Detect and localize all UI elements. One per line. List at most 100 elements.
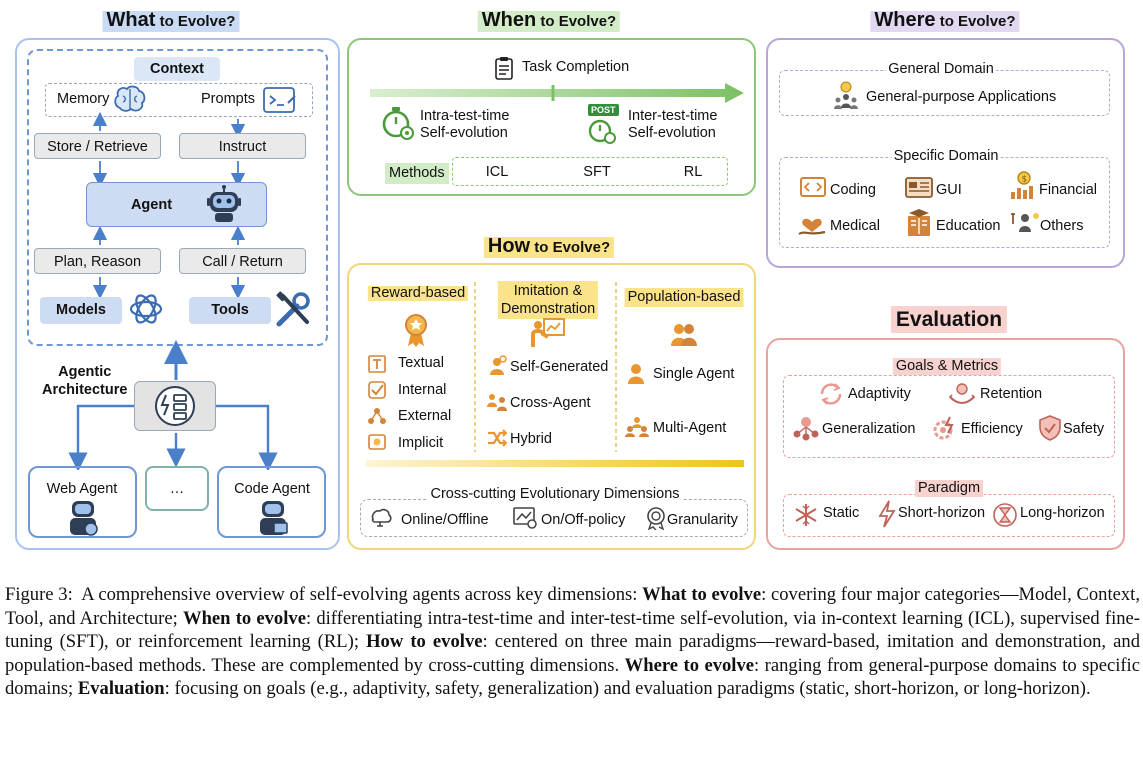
internal-icon bbox=[368, 381, 386, 399]
evaluation-title: Evaluation bbox=[890, 306, 1008, 333]
what-connectors bbox=[68, 111, 278, 470]
figure-caption: Figure 3: A comprehensive overview of se… bbox=[5, 584, 1140, 700]
robot-icon bbox=[207, 185, 241, 222]
how-title: How to Evolve? bbox=[483, 236, 615, 258]
architecture-icon bbox=[155, 386, 195, 426]
hybrid-label: Hybrid bbox=[510, 431, 552, 447]
specific-domain-label: Specific Domain bbox=[891, 148, 1001, 164]
how-dividers bbox=[474, 282, 617, 452]
granularity-label: Granularity bbox=[667, 512, 738, 528]
textual-label: Textual bbox=[398, 355, 444, 371]
what-panel bbox=[15, 38, 340, 550]
internal-label: Internal bbox=[398, 382, 447, 398]
how-gradient-bar bbox=[366, 460, 744, 467]
tools-box: Tools bbox=[189, 297, 271, 324]
specific-domain-box bbox=[779, 157, 1110, 248]
textual-icon bbox=[368, 355, 386, 373]
imitation-label: Imitation & Demonstration bbox=[497, 281, 599, 319]
when-panel bbox=[347, 38, 756, 196]
long-horizon-label: Long-horizon bbox=[1020, 505, 1105, 521]
generalization-label: Generalization bbox=[822, 421, 916, 437]
web-agent-label: Web Agent bbox=[46, 481, 118, 497]
adaptivity-icon bbox=[820, 383, 842, 405]
multi-agent-icon bbox=[625, 417, 649, 437]
self-generated-icon bbox=[490, 355, 507, 375]
reward-based-label: Reward-based bbox=[367, 286, 469, 301]
figure-label: Figure 3: bbox=[5, 584, 73, 605]
safety-icon bbox=[1039, 415, 1061, 441]
single-agent-label: Single Agent bbox=[653, 366, 735, 382]
post-badge: POST bbox=[588, 104, 619, 116]
online-offline-label: Online/Offline bbox=[401, 512, 489, 528]
where-panel bbox=[766, 38, 1125, 268]
goals-metrics-box bbox=[783, 375, 1115, 458]
methods-label: Methods bbox=[385, 163, 449, 184]
tools-icon bbox=[276, 291, 310, 327]
lightning-icon bbox=[878, 500, 896, 528]
cross-agent-icon bbox=[487, 394, 507, 411]
method-rl: RL bbox=[683, 164, 703, 180]
web-agent-box bbox=[28, 466, 137, 538]
multi-agent-label: Multi-Agent bbox=[653, 420, 727, 436]
medical-icon bbox=[798, 218, 826, 235]
others-icon bbox=[1011, 213, 1039, 232]
memory-label: Memory bbox=[57, 91, 110, 107]
education-icon bbox=[908, 209, 930, 236]
code-agent-box bbox=[217, 466, 326, 538]
coding-icon bbox=[800, 177, 826, 197]
timeline-arrow bbox=[370, 83, 744, 103]
web-robot-icon bbox=[70, 501, 98, 536]
snowflake-icon bbox=[795, 504, 817, 526]
financial-icon: $ bbox=[1011, 171, 1033, 199]
implicit-label: Implicit bbox=[398, 435, 444, 451]
hybrid-icon bbox=[488, 429, 508, 447]
gui-icon bbox=[905, 177, 933, 198]
more-agents-ellipsis: … bbox=[169, 481, 185, 497]
implicit-icon bbox=[368, 434, 386, 450]
others-label: Others bbox=[1040, 218, 1084, 234]
method-sft: SFT bbox=[583, 164, 611, 180]
efficiency-icon bbox=[933, 416, 954, 440]
what-title: What to Evolve? bbox=[102, 10, 240, 32]
context-label: Context bbox=[134, 57, 220, 81]
how-panel bbox=[347, 263, 756, 550]
coding-label: Coding bbox=[830, 182, 876, 198]
inter-test-time-label: Inter-test-time Self-evolution bbox=[628, 108, 718, 141]
more-agents-box bbox=[145, 466, 209, 511]
paradigm-label: Paradigm bbox=[914, 480, 984, 497]
models-box: Models bbox=[40, 297, 122, 324]
generalization-icon bbox=[793, 417, 819, 441]
stopwatch-post-icon bbox=[588, 119, 616, 144]
people-bulb-icon bbox=[834, 81, 858, 109]
when-title: When to Evolve? bbox=[477, 10, 621, 32]
gui-label: GUI bbox=[936, 182, 962, 198]
code-robot-icon bbox=[260, 501, 288, 535]
stopwatch-icon bbox=[382, 107, 414, 140]
context-box bbox=[45, 83, 313, 117]
external-label: External bbox=[398, 408, 452, 424]
granularity-icon bbox=[647, 507, 665, 530]
external-icon bbox=[368, 408, 386, 424]
retention-icon bbox=[948, 383, 976, 405]
adaptivity-label: Adaptivity bbox=[848, 386, 911, 402]
openai-icon bbox=[129, 294, 163, 324]
instruct-box: Instruct bbox=[179, 133, 306, 159]
static-label: Static bbox=[823, 505, 860, 521]
education-label: Education bbox=[936, 218, 1001, 234]
self-generated-label: Self-Generated bbox=[510, 359, 609, 375]
award-icon bbox=[405, 314, 427, 347]
evaluation-panel bbox=[766, 338, 1125, 550]
goals-metrics-label: Goals & Metrics bbox=[892, 358, 1002, 375]
population-based-label: Population-based bbox=[624, 288, 744, 307]
terminal-icon bbox=[263, 87, 296, 113]
medical-label: Medical bbox=[830, 218, 880, 234]
online-offline-icon bbox=[371, 508, 392, 527]
cross-cutting-label: Cross-cutting Evolutionary Dimensions bbox=[427, 487, 683, 502]
brain-icon bbox=[114, 85, 146, 112]
clipboard-icon bbox=[495, 57, 513, 80]
short-horizon-label: Short-horizon bbox=[898, 505, 986, 521]
general-domain-label: General Domain bbox=[886, 61, 996, 77]
on-off-policy-label: On/Off-policy bbox=[541, 512, 626, 528]
store-retrieve-box: Store / Retrieve bbox=[34, 133, 161, 159]
call-return-box: Call / Return bbox=[179, 248, 306, 274]
